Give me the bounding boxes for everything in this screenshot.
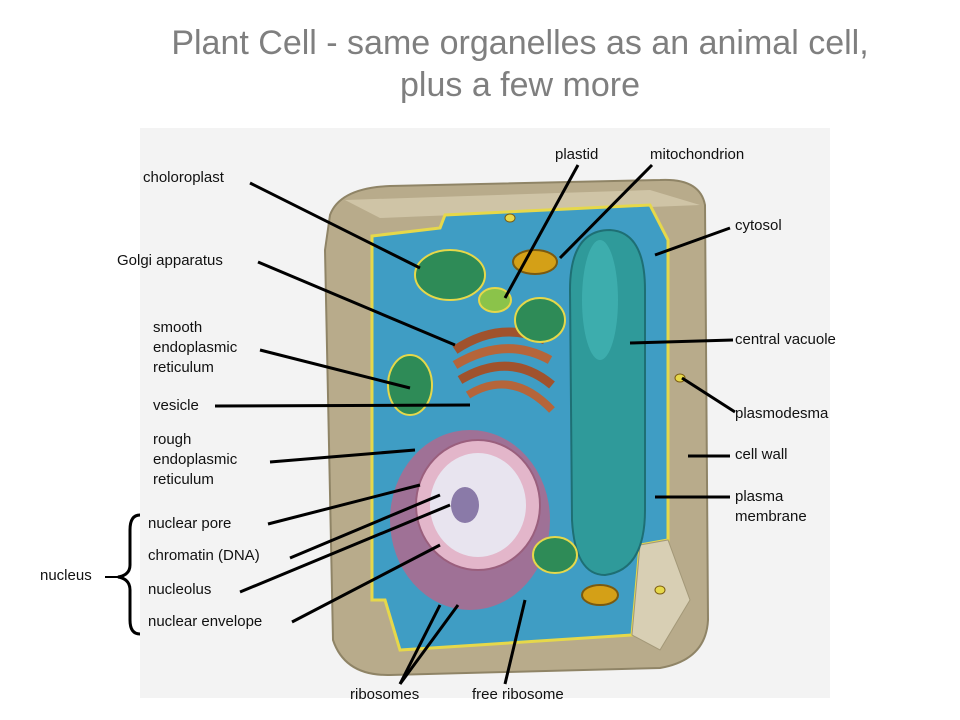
label-plasmodesma: plasmodesma [735, 405, 829, 422]
label-cell-wall: cell wall [735, 446, 788, 463]
label-rough-er: rough endoplasmic reticulum [153, 431, 238, 488]
leader-lines [214, 163, 736, 685]
label-plasma-membrane: plasma membrane [735, 488, 807, 525]
cell-wall-top [345, 190, 700, 218]
label-cytosol: cytosol [735, 217, 782, 234]
label-vesicle: vesicle [153, 397, 199, 414]
label-plastid: plastid [555, 146, 599, 163]
nucleus-brace [117, 513, 141, 636]
label-nucleolus: nucleolus [148, 581, 212, 598]
cytosol-cut-face [631, 539, 691, 651]
label-chloroplast: choloroplast [143, 169, 224, 186]
label-central-vacuole: central vacuole [735, 331, 836, 348]
plastid-shape [478, 287, 512, 313]
mitochondrion-shape [512, 249, 558, 275]
label-nucleus: nucleus [40, 567, 92, 584]
label-nuclear-pore: nuclear pore [148, 515, 232, 532]
label-mitochondrion: mitochondrion [650, 146, 745, 163]
label-chromatin: chromatin (DNA) [148, 547, 260, 564]
chloroplast-shapes [387, 249, 578, 574]
golgi-apparatus [452, 327, 555, 413]
label-free-ribosome: free ribosome [472, 686, 564, 703]
label-smooth-er: smooth endoplasmic reticulum [153, 319, 238, 376]
label-golgi-apparatus: Golgi apparatus [117, 252, 223, 269]
label-nuclear-envelope: nuclear envelope [148, 613, 263, 630]
label-ribosomes: ribosomes [350, 686, 420, 703]
page-title: Plant Cell - same organelles as an anima… [171, 24, 869, 104]
nucleolus-shape [451, 487, 479, 523]
